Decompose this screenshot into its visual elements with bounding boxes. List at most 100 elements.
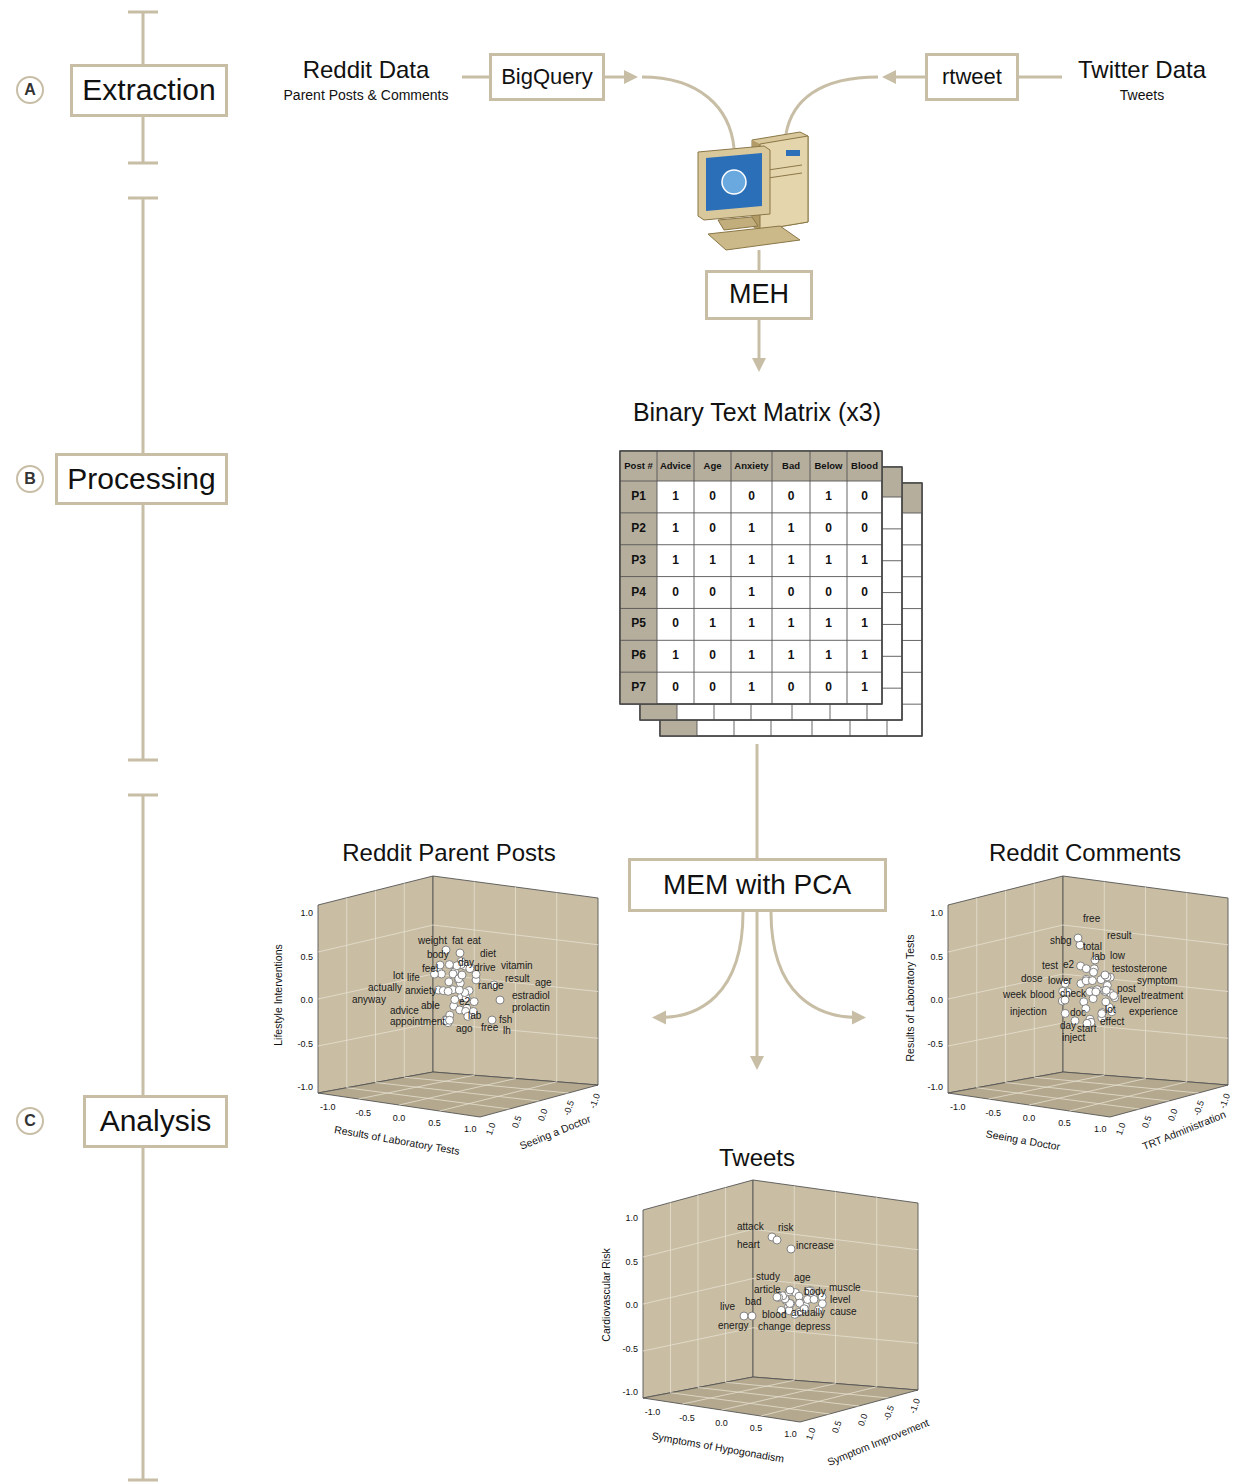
flow-line xyxy=(894,76,925,79)
table-cell: 0 xyxy=(748,490,755,504)
source-label: Tweets xyxy=(1120,87,1164,103)
term-label: free xyxy=(1083,913,1100,925)
data-point xyxy=(455,986,463,994)
computer-monitor xyxy=(698,146,770,220)
plot-wall xyxy=(1063,876,1228,1085)
tick-label: 0.0 xyxy=(536,1107,550,1122)
axis-title: Results of Laboratory Tests xyxy=(333,1123,460,1157)
table-cell: P4 xyxy=(631,586,646,600)
table-cell: 0 xyxy=(709,681,716,695)
term-label: estradiol xyxy=(512,990,550,1002)
flow-line xyxy=(786,77,878,134)
term-label: lab xyxy=(1092,951,1105,963)
table-cell: 0 xyxy=(672,617,679,631)
grid-line xyxy=(1070,1082,1187,1111)
tick-label: 1.0 xyxy=(1094,1123,1107,1133)
term-label: result xyxy=(1107,930,1131,942)
plot-title: Reddit Parent Posts xyxy=(342,839,555,867)
tick-label: -0.5 xyxy=(622,1343,638,1353)
grid-line xyxy=(404,883,405,1077)
table-cell: 1 xyxy=(748,681,755,695)
tick-label: -0.5 xyxy=(356,1108,372,1118)
table-cell: 1 xyxy=(788,554,795,568)
term-label: treatment xyxy=(1141,990,1183,1002)
table-cell: 1 xyxy=(709,554,716,568)
term-label: post xyxy=(1117,983,1136,995)
step-letter: C xyxy=(24,1112,36,1130)
computer-stand xyxy=(718,217,758,230)
data-point xyxy=(496,996,504,1004)
term-label: blood xyxy=(762,1309,786,1321)
table-cell: 1 xyxy=(825,490,832,504)
matrix-title: Binary Text Matrix (x3) xyxy=(633,398,881,427)
term-label: eat xyxy=(467,935,481,947)
connector-line xyxy=(660,912,743,1018)
data-point xyxy=(470,998,478,1006)
process-box: BigQuery xyxy=(489,53,605,101)
tick-label: 0.5 xyxy=(930,951,943,961)
table-cell: P5 xyxy=(631,617,646,631)
tick-label: 1.0 xyxy=(625,1213,638,1223)
table-cell: 0 xyxy=(788,681,795,695)
term-label: fsh xyxy=(499,1014,512,1026)
table-cell: 1 xyxy=(672,490,679,504)
tick-label: 1.0 xyxy=(300,908,313,918)
tick-label: 0.5 xyxy=(510,1114,524,1129)
data-point xyxy=(445,961,453,969)
connector xyxy=(750,912,764,1070)
tick-label: 0.5 xyxy=(428,1118,441,1128)
data-point xyxy=(446,1016,454,1024)
process-box: MEM with PCA xyxy=(628,858,887,912)
step-circle: B xyxy=(16,465,44,493)
plot-wall xyxy=(753,1180,918,1390)
table-cell: P1 xyxy=(631,490,646,504)
connector xyxy=(752,320,766,372)
tick-label: 1.0 xyxy=(930,908,943,918)
grid-line xyxy=(876,1197,877,1387)
table-cell: 0 xyxy=(825,522,832,536)
arrow-head xyxy=(750,1056,764,1070)
table-cell: Bad xyxy=(782,461,800,472)
term-label: day xyxy=(458,957,474,969)
plot-wall xyxy=(318,876,433,1093)
leader-line xyxy=(1019,76,1062,79)
tick-label: 0.5 xyxy=(750,1423,763,1433)
data-point xyxy=(1074,934,1082,942)
matrix-panel: Binary Text Matrix (x3)Post #AdviceAgeAn… xyxy=(590,372,924,744)
tick-label: 1.0 xyxy=(464,1123,477,1133)
table-line xyxy=(620,512,882,513)
table-cell: P6 xyxy=(631,649,646,663)
box-label: MEH xyxy=(729,279,789,310)
tick-label: -0.5 xyxy=(561,1099,576,1117)
table-cell: Post # xyxy=(624,461,653,472)
tick-label: 0.5 xyxy=(300,951,313,961)
table-cell: 1 xyxy=(825,554,832,568)
flow-line xyxy=(642,77,734,148)
connector-line xyxy=(758,320,761,360)
table-cell: 1 xyxy=(672,649,679,663)
term-label: live xyxy=(720,1301,735,1313)
data-point xyxy=(1061,1009,1069,1017)
term-label: doc xyxy=(1070,1007,1086,1019)
term-label: advice xyxy=(390,1005,419,1017)
table-cell: Anxiety xyxy=(734,461,768,472)
term-label: bad xyxy=(745,1296,762,1308)
axis-title: Seeing a Doctor xyxy=(518,1112,592,1151)
table-cell: 1 xyxy=(861,681,868,695)
tick-label: 0.5 xyxy=(625,1256,638,1266)
tick-label: 1.0 xyxy=(1114,1121,1128,1136)
tick-label: -1.0 xyxy=(927,1082,943,1092)
table-cell: 0 xyxy=(861,490,868,504)
term-label: level xyxy=(830,1294,851,1306)
computer-slot xyxy=(768,165,802,178)
term-label: effect xyxy=(1100,1016,1124,1028)
term-label: feel xyxy=(422,963,438,975)
table-line xyxy=(694,451,695,704)
tick-label: 0.0 xyxy=(856,1412,870,1427)
tick-label: -0.5 xyxy=(927,1038,943,1048)
table-cell: 0 xyxy=(825,586,832,600)
table-cell: Advice xyxy=(660,461,691,472)
term-label: study xyxy=(756,1271,780,1283)
plot-title: Reddit Comments xyxy=(989,839,1181,867)
term-label: change xyxy=(758,1321,791,1333)
